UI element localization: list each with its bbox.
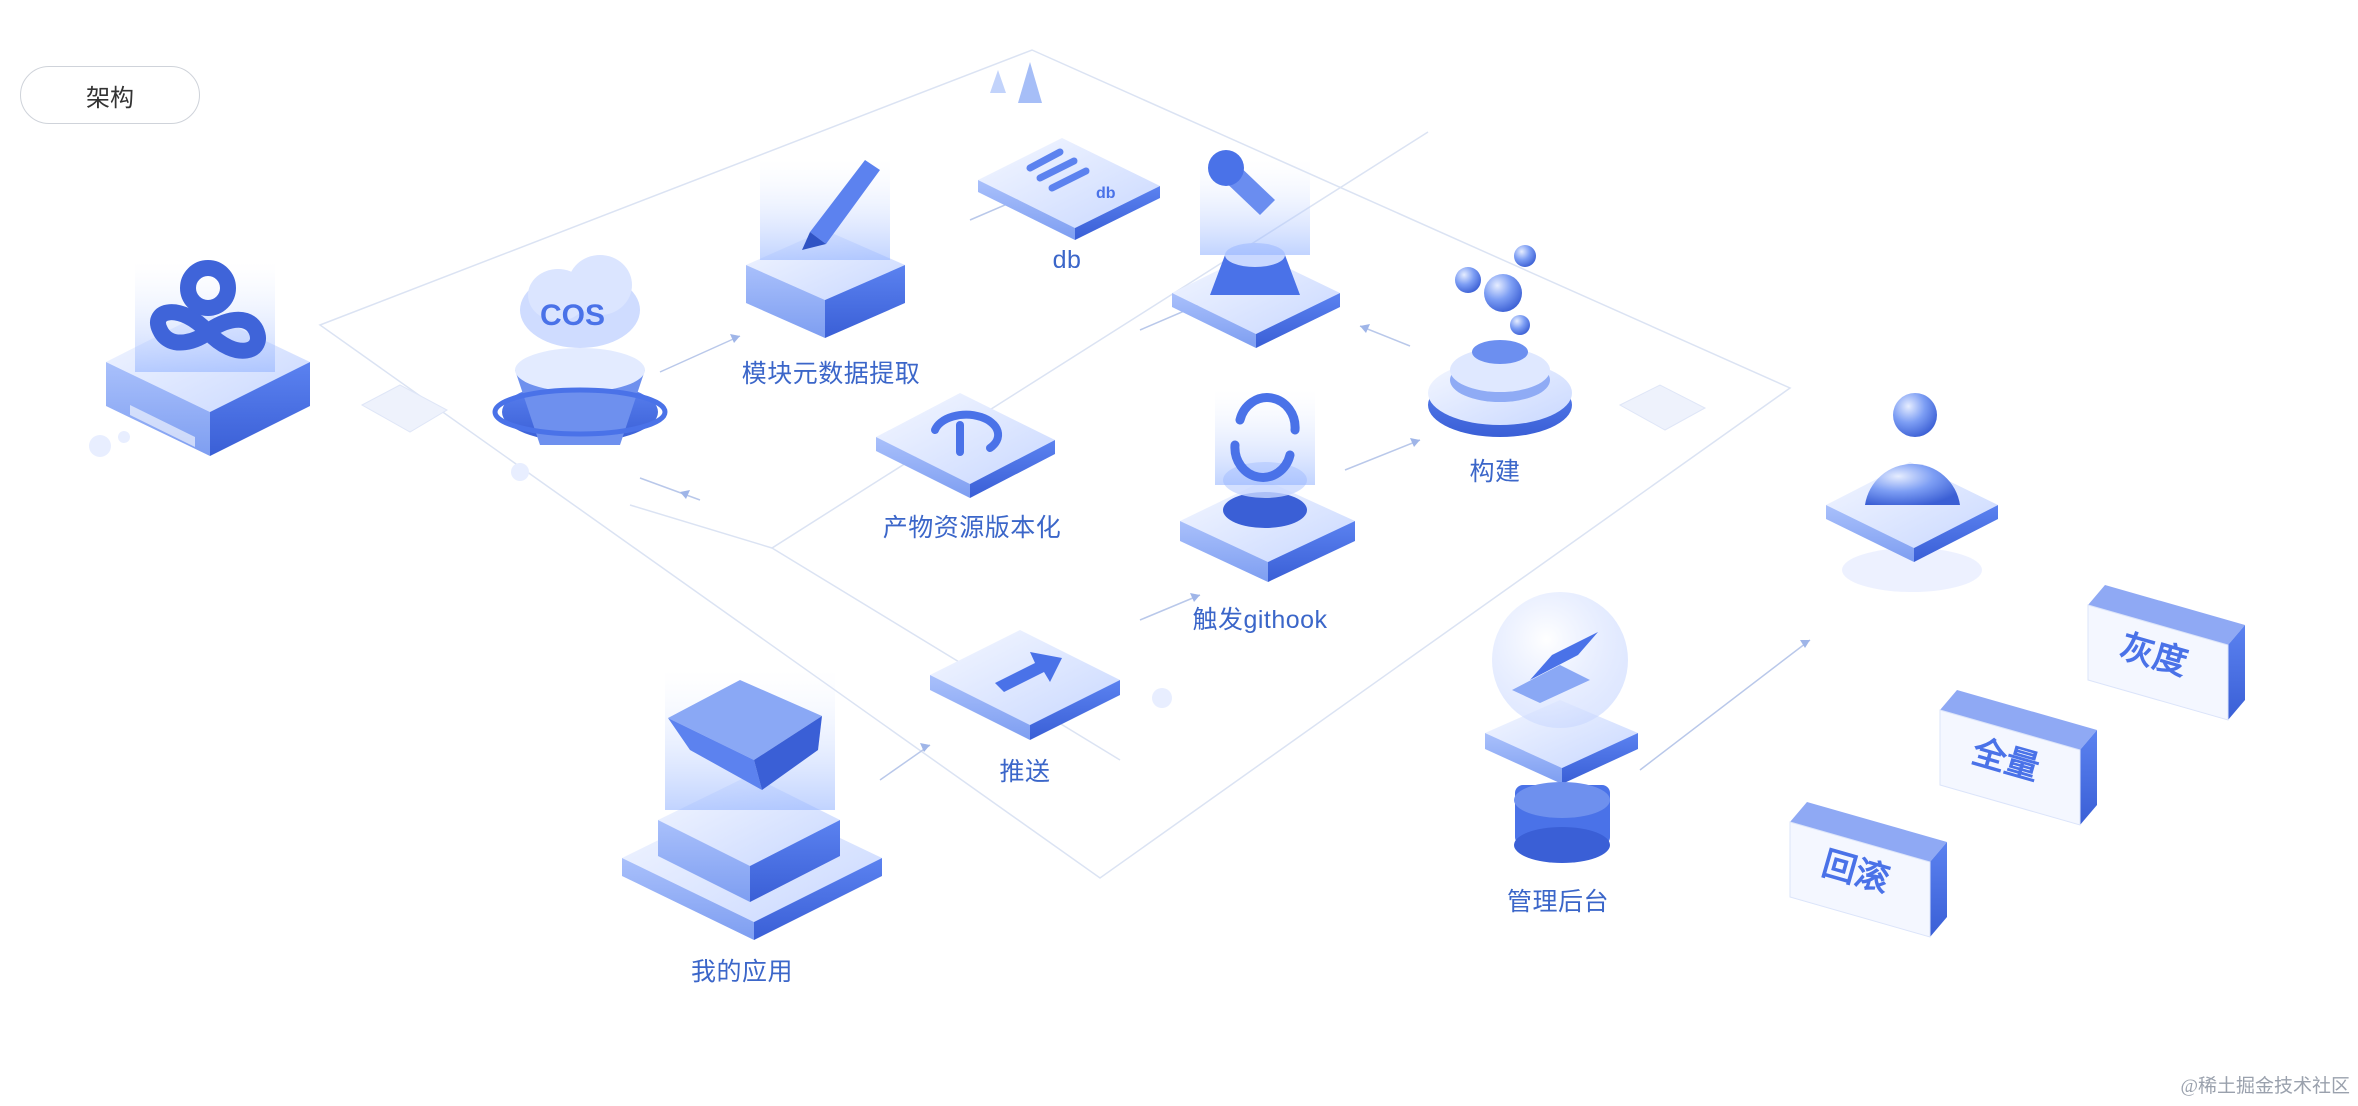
- laptop-icon: [1512, 632, 1598, 703]
- small-dot: [511, 463, 529, 481]
- architecture-tab[interactable]: 架构: [20, 66, 200, 124]
- bubbles-icon: [1455, 245, 1536, 335]
- watermark: @稀土掘金技术社区: [2180, 1076, 2351, 1097]
- refresh-icon: [1230, 393, 1300, 482]
- db-label: db: [1052, 246, 1082, 274]
- architecture-tab-label: 架构: [86, 84, 134, 112]
- push-node: [930, 630, 1120, 740]
- logo-server-node: [106, 260, 310, 456]
- rollback-card: [1789, 802, 1947, 938]
- cycle-upload-icon: [931, 410, 1003, 456]
- cone-decoration: [990, 62, 1042, 103]
- cloud-icon: [520, 255, 640, 348]
- my-app-label: 我的应用: [690, 958, 794, 986]
- small-dot: [1152, 688, 1172, 708]
- small-tile-left: [360, 384, 449, 433]
- user-head-icon: [1893, 393, 1937, 437]
- push-label: 推送: [999, 758, 1051, 786]
- githook-node: [1180, 390, 1355, 582]
- db-tile-text: db: [1096, 185, 1116, 202]
- outer-frame-lines: [318, 49, 1792, 879]
- module-meta-label: 模块元数据提取: [741, 360, 921, 388]
- cube-icon: [668, 680, 822, 790]
- artifact-version-node: [876, 393, 1055, 498]
- my-app-node: [622, 670, 882, 940]
- gray-release-card: [2087, 585, 2245, 721]
- build-node: [1428, 245, 1572, 437]
- admin-label: 管理后台: [1506, 888, 1610, 916]
- arrow-up-right-icon: [995, 652, 1062, 692]
- small-dot: [118, 431, 130, 443]
- wrench-icon: [1208, 150, 1275, 215]
- full-release-card: [1939, 690, 2097, 826]
- cos-logo-text: COS: [540, 299, 605, 332]
- user-node: [1826, 393, 1998, 592]
- db-stripes-icon: [1026, 148, 1090, 192]
- db-node: db: [978, 138, 1160, 240]
- artifact-version-label: 产物资源版本化: [882, 514, 1062, 542]
- build-label: 构建: [1469, 458, 1521, 486]
- githook-label: 触发githook: [1192, 606, 1328, 634]
- wrench-node: [1172, 150, 1340, 348]
- cos-node: [492, 255, 668, 445]
- infinity-logo-icon: [150, 260, 266, 359]
- module-meta-node: [746, 160, 905, 338]
- small-dot: [89, 435, 111, 457]
- pen-icon: [802, 160, 880, 250]
- admin-node: [1485, 592, 1638, 863]
- small-tile-right: [1618, 384, 1707, 431]
